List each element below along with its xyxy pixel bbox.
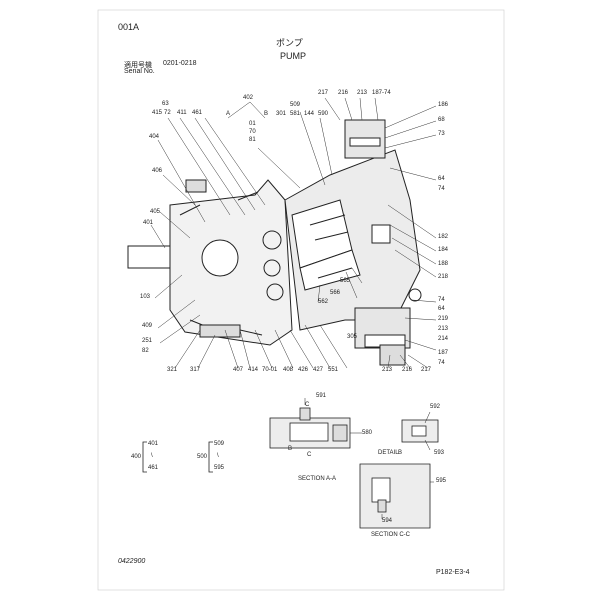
callout-218: 218 <box>438 274 449 280</box>
callout-01: 01 <box>249 121 256 127</box>
callout-217-bottom: 217 <box>421 367 432 373</box>
callout-301: 301 <box>276 111 287 117</box>
callout-213-top: 213 <box>357 90 368 96</box>
callout-565: 565 <box>340 278 351 284</box>
group-400-id: 400 <box>131 454 142 460</box>
page-code: 001A <box>118 22 140 32</box>
title-en: PUMP <box>280 51 307 61</box>
callout-74-b: 74 <box>438 297 445 303</box>
label-c-top: C <box>305 402 310 408</box>
callout-251: 251 <box>142 338 153 344</box>
doc-number: 0422900 <box>118 558 146 565</box>
callout-182: 182 <box>438 234 449 240</box>
callout-81: 81 <box>249 137 256 143</box>
callout-63: 63 <box>162 101 169 107</box>
section-cc-label: SECTION C-C <box>371 532 410 538</box>
callout-187-74: 187-74 <box>372 90 391 96</box>
detail-views <box>269 398 439 529</box>
detail-b-label: B <box>398 450 403 456</box>
callout-186: 186 <box>438 102 449 108</box>
serial-label: Serial No. <box>124 68 155 75</box>
callout-74-c: 74 <box>438 360 445 366</box>
callout-402: 402 <box>243 95 254 101</box>
callout-70: 70 <box>249 129 256 135</box>
callout-68: 68 <box>438 117 445 123</box>
applicable-range: 0201-0218 <box>163 60 197 67</box>
callout-73: 73 <box>438 131 445 137</box>
callout-509: 509 <box>290 102 301 108</box>
group-500-item-595: 595 <box>214 465 225 471</box>
page-frame <box>97 9 505 591</box>
callout-405: 405 <box>150 209 161 215</box>
callout-566: 566 <box>330 290 341 296</box>
callout-562: 562 <box>318 299 329 305</box>
group-400-item-461: 461 <box>148 465 159 471</box>
callout-591: 591 <box>316 393 327 399</box>
label-c-bottom: C <box>307 452 312 458</box>
callout-144: 144 <box>304 111 315 117</box>
callout-592: 592 <box>430 404 441 410</box>
group-brackets <box>142 441 213 473</box>
callout-103: 103 <box>140 294 151 300</box>
callout-415: 415 <box>152 110 163 116</box>
callout-407: 407 <box>233 367 244 373</box>
pump-body <box>127 119 422 366</box>
callout-581: 581 <box>290 111 301 117</box>
callout-426: 426 <box>298 367 309 373</box>
callout-461: 461 <box>192 110 203 116</box>
callout-214: 214 <box>438 336 449 342</box>
callout-82: 82 <box>142 348 149 354</box>
group-500-item-509: 509 <box>214 441 225 447</box>
group-400-sep: \ <box>151 453 153 459</box>
callout-408: 408 <box>283 367 294 373</box>
callout-216-bottom: 216 <box>402 367 413 373</box>
callout-593: 593 <box>434 450 445 456</box>
callout-401: 401 <box>143 220 154 226</box>
callout-317: 317 <box>190 367 201 373</box>
callout-590: 590 <box>318 111 329 117</box>
group-500-id: 500 <box>197 454 208 460</box>
callout-184: 184 <box>438 247 449 253</box>
callout-217-top: 217 <box>318 90 329 96</box>
callout-213-bottom: 213 <box>382 367 393 373</box>
leader-lines <box>150 97 437 369</box>
callout-72: 72 <box>164 110 171 116</box>
callout-594: 594 <box>382 518 393 524</box>
callout-216-top: 216 <box>338 90 349 96</box>
title-jp: ポンプ <box>276 38 303 48</box>
label-b: B <box>264 111 269 117</box>
callout-74-a: 74 <box>438 186 445 192</box>
group-500-sep: \ <box>217 453 219 459</box>
callout-187: 187 <box>438 350 449 356</box>
applicable-label: 適用号機 <box>124 62 152 69</box>
page-ref: P182-E3-4 <box>436 569 470 576</box>
callout-406: 406 <box>152 168 163 174</box>
callout-70-01: 70-01 <box>262 367 278 373</box>
callout-305: 305 <box>347 334 358 340</box>
callout-595: 595 <box>436 478 447 484</box>
callout-414: 414 <box>248 367 259 373</box>
group-400-item-401: 401 <box>148 441 159 447</box>
section-aa-label: SECTION A-A <box>298 476 337 482</box>
callout-64-b: 64 <box>438 306 445 312</box>
callout-321: 321 <box>167 367 178 373</box>
callout-64-a: 64 <box>438 176 445 182</box>
callout-411: 411 <box>177 110 187 116</box>
callout-219: 219 <box>438 316 449 322</box>
callout-409: 409 <box>142 323 153 329</box>
callout-188: 188 <box>438 261 449 267</box>
callout-213-right: 213 <box>438 326 449 332</box>
callout-404: 404 <box>149 134 160 140</box>
callout-427: 427 <box>313 367 324 373</box>
label-a: A <box>226 111 231 117</box>
label-b-section: B <box>288 446 293 452</box>
callout-580: 580 <box>362 430 373 436</box>
detail-b-text: DETAIL <box>378 450 399 456</box>
callout-551: 551 <box>328 367 339 373</box>
